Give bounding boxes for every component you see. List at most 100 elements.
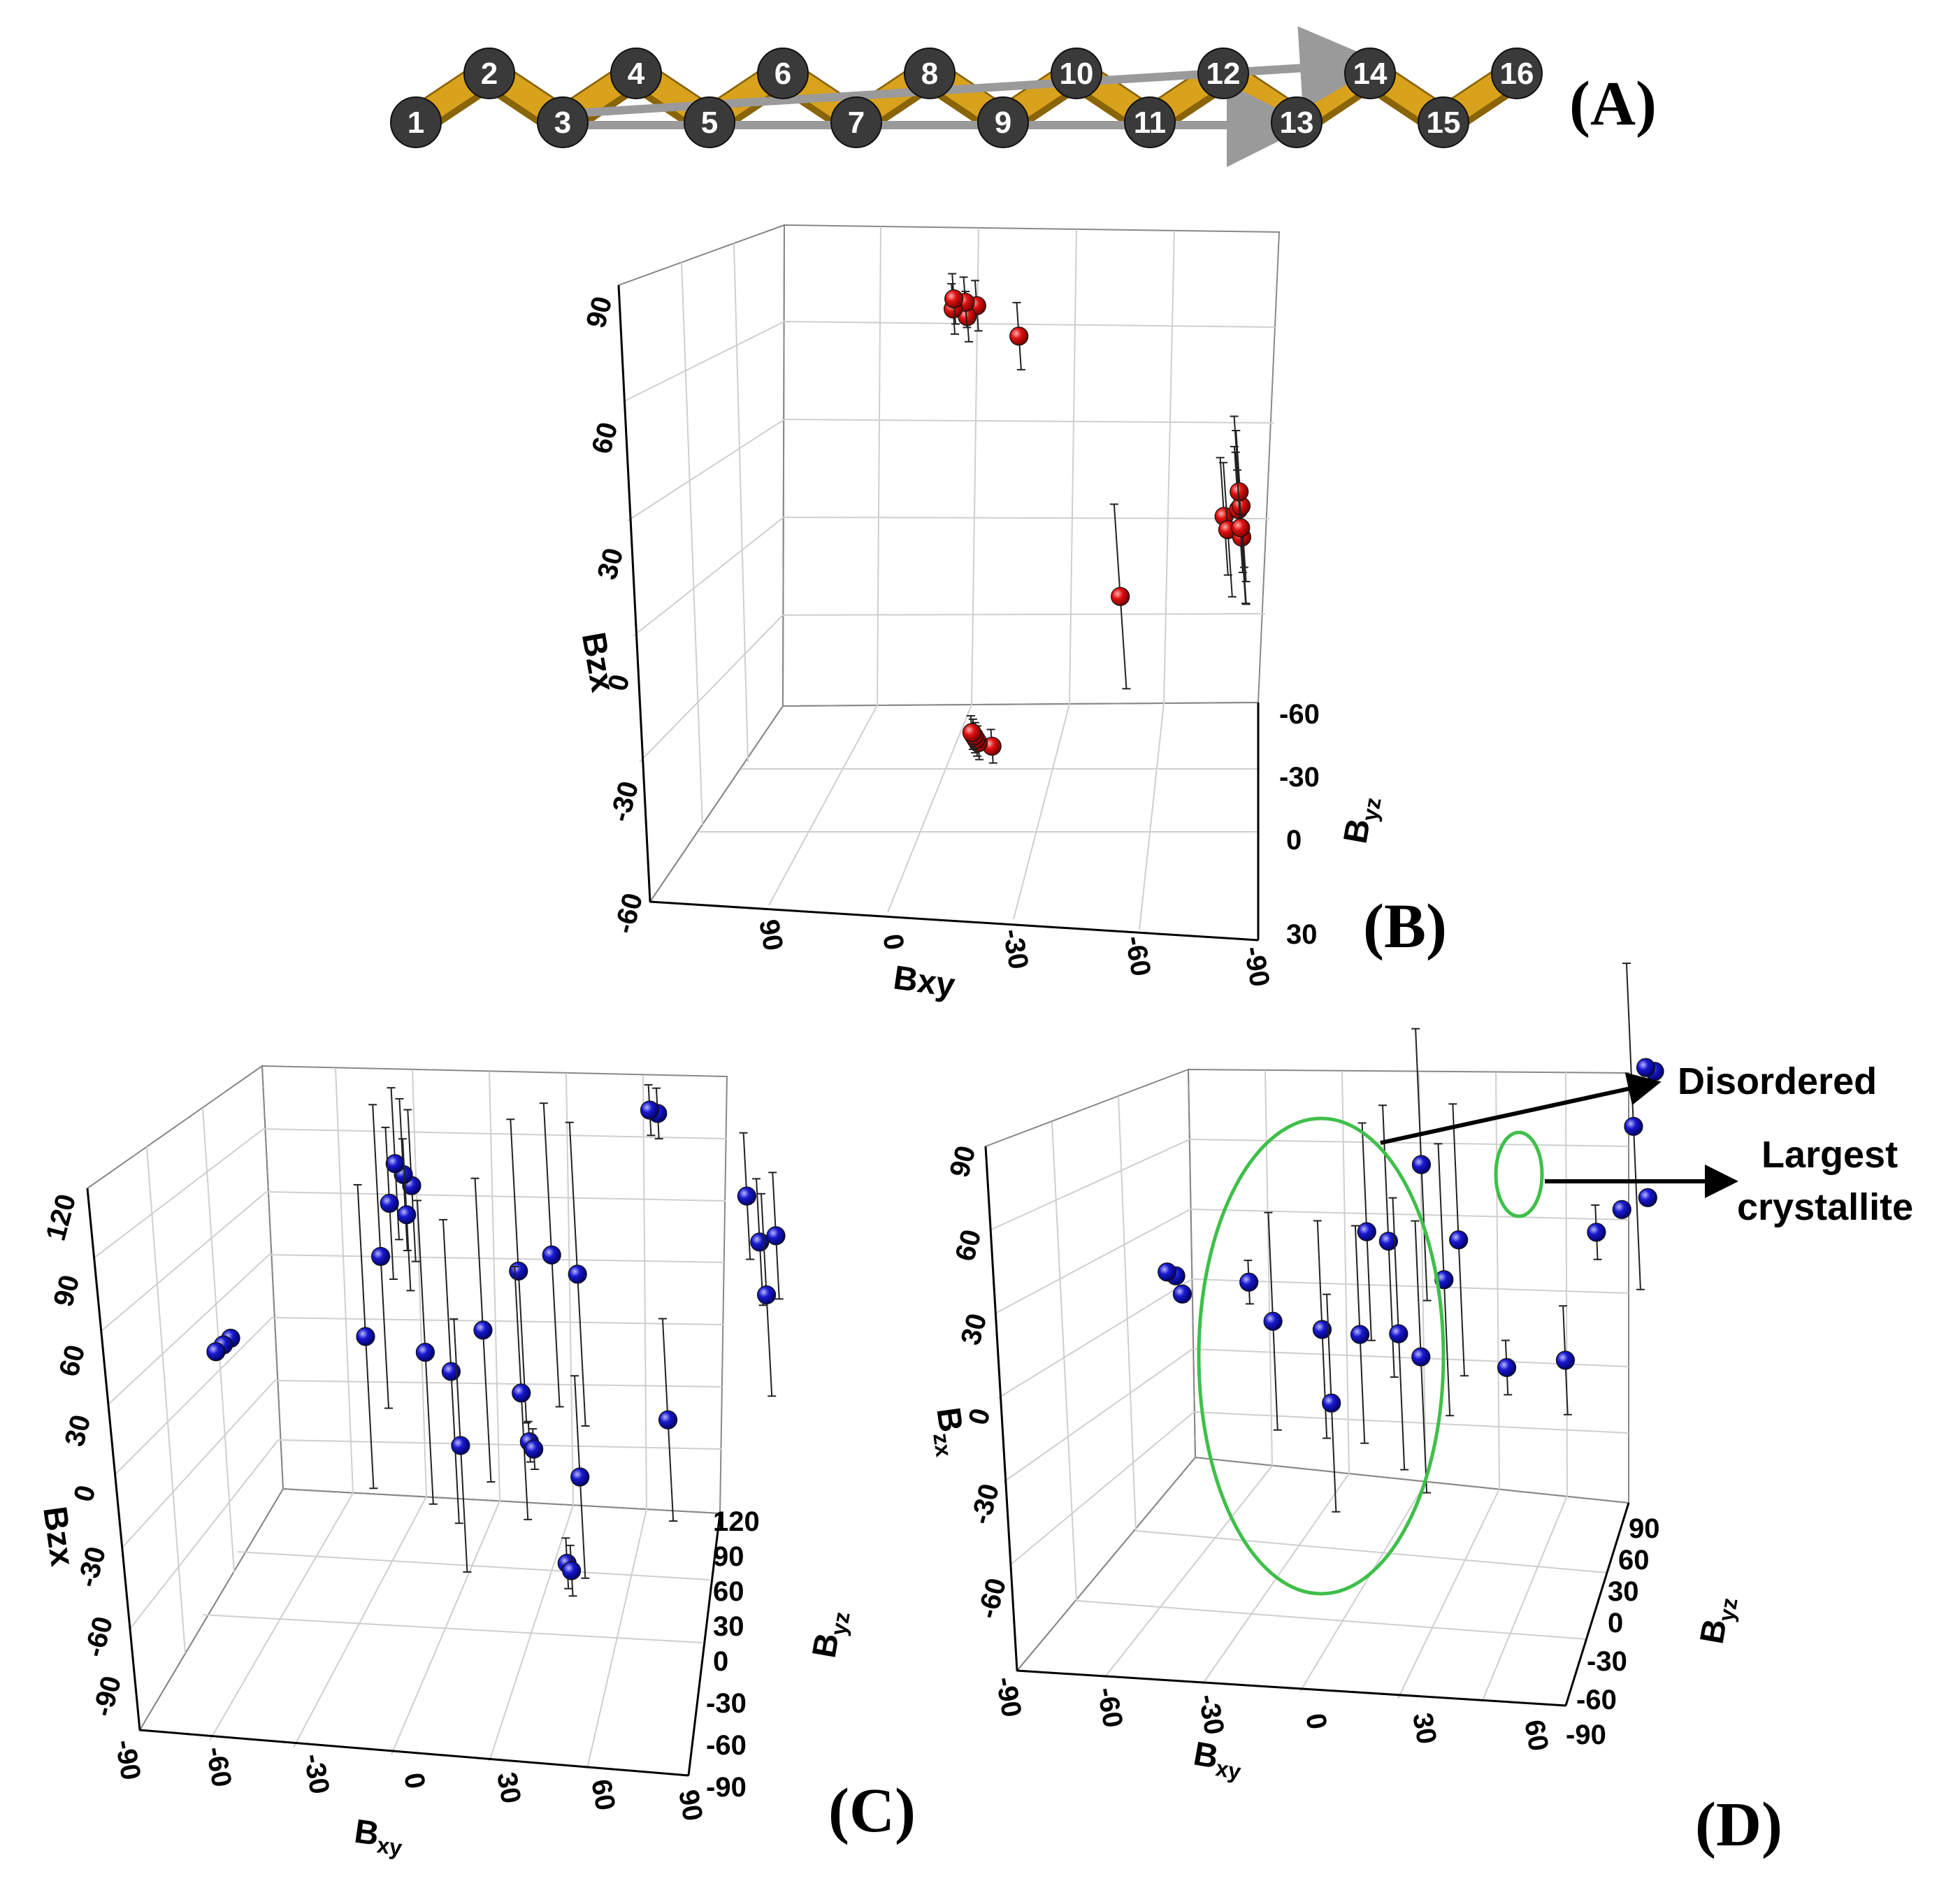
data-point	[415, 1343, 435, 1362]
panel-a-label: (A)	[1569, 69, 1657, 138]
disordered-annotation: Disordered	[1678, 1060, 1877, 1102]
chain-atom-node	[757, 48, 809, 99]
chain-atom-number: 2	[481, 57, 498, 91]
data-point	[962, 723, 982, 742]
panel-d-3d-scatter	[984, 963, 1738, 1707]
panel-b-y-ticks: 90 60 30 0 -30 -60	[580, 293, 649, 937]
largest-crystallite-annotation-line1: Largest	[1761, 1134, 1898, 1176]
chain-atom-node	[1197, 48, 1249, 99]
tick-label: -90	[1566, 1720, 1606, 1750]
tick-label: 30	[491, 1770, 526, 1806]
data-point	[1158, 1262, 1177, 1282]
data-point	[1111, 586, 1130, 606]
tick-label: -60	[972, 1575, 1012, 1622]
tick-label: 60	[585, 1777, 621, 1813]
tick-label: 60	[713, 1576, 744, 1607]
tick-label: 0	[713, 1646, 728, 1677]
data-point	[1497, 1357, 1517, 1378]
tick-label: 0	[1608, 1608, 1623, 1638]
chain-atom-number: 7	[848, 106, 865, 140]
data-point	[1172, 1284, 1192, 1304]
data-point	[1587, 1223, 1606, 1242]
chain-atom-number: 6	[774, 57, 791, 91]
chain-atom-node	[1418, 96, 1469, 148]
panel-c-z-ticks: 120 90 60 30 0 -30 -60 -90	[706, 1506, 760, 1803]
panel-c-label: (C)	[828, 1776, 916, 1845]
tick-label: 30	[1608, 1576, 1639, 1607]
panel-d-y-axis-title: Bzx	[925, 1405, 972, 1458]
data-point	[562, 1561, 582, 1580]
data-point	[385, 1154, 405, 1174]
data-point	[1555, 1350, 1576, 1370]
data-point	[570, 1467, 590, 1487]
chain-atom-number: 4	[628, 57, 645, 91]
tick-label: -60	[706, 1730, 747, 1761]
data-point	[737, 1186, 756, 1206]
data-point	[512, 1383, 531, 1403]
chain-atom-number: 12	[1206, 57, 1241, 91]
disordered-highlight-ellipse	[1197, 1116, 1446, 1596]
data-point	[1411, 1155, 1432, 1174]
chain-atom-number: 14	[1353, 57, 1388, 91]
data-point	[1636, 1058, 1656, 1077]
tick-label: -30	[997, 926, 1034, 972]
data-point	[750, 1232, 770, 1252]
chain-atom-number: 5	[701, 106, 718, 140]
data-point	[441, 1362, 461, 1381]
disordered-arrow	[1380, 1072, 1662, 1145]
chain-atom-node	[1271, 96, 1323, 148]
tick-label: -60	[200, 1744, 237, 1789]
chain-atom-node	[390, 96, 442, 148]
tick-label: 0	[1286, 825, 1302, 856]
data-point	[766, 1226, 786, 1246]
tick-label: -90	[990, 1674, 1027, 1720]
data-point	[1378, 1232, 1398, 1251]
chain-atom-node	[830, 96, 882, 148]
tick-label: 30	[955, 1310, 993, 1348]
panel-c-data-points	[206, 1083, 786, 1597]
panel-c-y-ticks: 120 90 60 30 0 -30 -60 -90	[41, 1191, 128, 1720]
panel-b-3d-scatter	[617, 224, 1281, 942]
panel-d-z-axis-title: Byz	[1694, 1593, 1743, 1648]
tick-label: -30	[965, 1480, 1005, 1527]
panel-d-label: (D)	[1695, 1790, 1782, 1859]
tick-label: -60	[1279, 699, 1320, 730]
data-point	[1389, 1324, 1408, 1343]
data-point	[206, 1342, 226, 1362]
tick-label: -30	[1587, 1646, 1627, 1677]
chain-atom-node	[904, 48, 956, 99]
tick-label: 120	[41, 1191, 82, 1244]
tick-label: -30	[1192, 1692, 1230, 1737]
chain-atom-number: 9	[995, 106, 1011, 140]
panel-c-x-ticks: -90 -60 -30 0 30 60 90	[109, 1737, 708, 1823]
data-point	[397, 1205, 417, 1225]
panel-d-x-axis-title: Bxy	[1190, 1736, 1246, 1785]
data-point	[371, 1246, 391, 1267]
data-point	[1350, 1325, 1370, 1344]
panel-d-y-ticks: 90 60 30 0 -30 -60	[944, 1142, 1012, 1622]
chain-atom-number: 15	[1427, 106, 1461, 140]
data-point	[1411, 1347, 1431, 1367]
tick-label: 30	[1406, 1710, 1442, 1746]
tick-label: 90	[1629, 1513, 1660, 1544]
data-point	[1322, 1393, 1341, 1413]
chain-atom-node	[1051, 48, 1102, 99]
data-point	[1263, 1311, 1283, 1331]
tick-label: 30	[59, 1411, 96, 1449]
data-point	[640, 1100, 660, 1120]
tick-label: 60	[53, 1341, 91, 1379]
data-point	[1624, 1116, 1643, 1137]
data-point	[1239, 1272, 1259, 1292]
data-point	[542, 1245, 561, 1264]
panel-b-data-points	[943, 273, 1252, 764]
tick-label: -30	[1279, 762, 1320, 793]
tick-label: 120	[713, 1506, 760, 1537]
tick-label: 0	[1299, 1711, 1332, 1732]
tick-label: 0	[398, 1771, 431, 1792]
chain-atom-number: 10	[1060, 57, 1094, 91]
chain-atom-node	[537, 96, 589, 148]
panel-d-grid	[984, 1068, 1630, 1707]
chain-atom-node	[1491, 48, 1543, 99]
tick-label: 90	[672, 1787, 708, 1823]
data-point	[658, 1410, 678, 1429]
